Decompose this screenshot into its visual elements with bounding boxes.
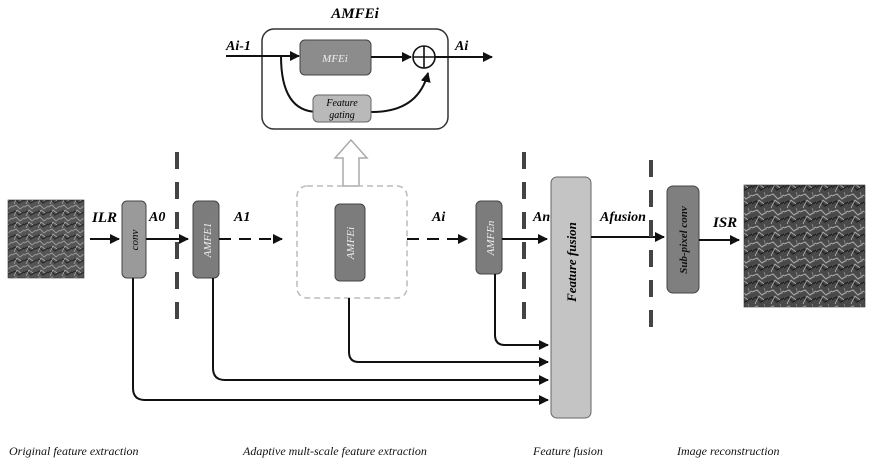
inset-output-label: Ai <box>454 39 468 54</box>
subpixel-conv-block-label: Sub-pixel conv <box>678 206 690 274</box>
inset-mfe-label: MFEi <box>321 53 348 65</box>
amfe1-block-label: AMFE1 <box>202 223 214 259</box>
ai-label: Ai <box>431 210 445 225</box>
feature-fusion-block-label: Feature fusion <box>564 222 579 303</box>
skip-amfei-to-fusion <box>349 298 548 362</box>
a1-label: A1 <box>233 210 250 225</box>
amfen-block-label: AMFEn <box>485 220 497 256</box>
stage-caption-original: Original feature extraction <box>9 444 139 459</box>
afusion-label: Afusion <box>599 210 646 225</box>
inset-input-label: Ai-1 <box>225 39 251 54</box>
lr-input-image <box>8 200 84 278</box>
inset-gating-label-1: Feature <box>325 98 358 109</box>
sr-output-image <box>744 185 865 307</box>
conv-block-label: conv <box>129 230 141 251</box>
stage-caption-fusion: Feature fusion <box>533 444 603 459</box>
amfei-block-label: AMFEi <box>345 227 357 260</box>
skip-amfen-to-fusion <box>495 274 548 345</box>
isr-label: ISR <box>712 215 737 231</box>
an-label: An <box>532 210 550 225</box>
skip-conv-to-fusion <box>133 278 548 400</box>
stage-caption-reconstruction: Image reconstruction <box>677 444 780 459</box>
a0-label: A0 <box>148 210 165 225</box>
skip-amfe1-to-fusion <box>213 278 548 380</box>
stage-caption-adaptive: Adaptive mult-scale feature extraction <box>243 444 427 459</box>
expand-hollow-arrow <box>335 140 367 186</box>
ilr-label: ILR <box>91 210 117 226</box>
inset-title: AMFEi <box>330 6 379 22</box>
inset-gating-label-2: gating <box>329 110 355 121</box>
